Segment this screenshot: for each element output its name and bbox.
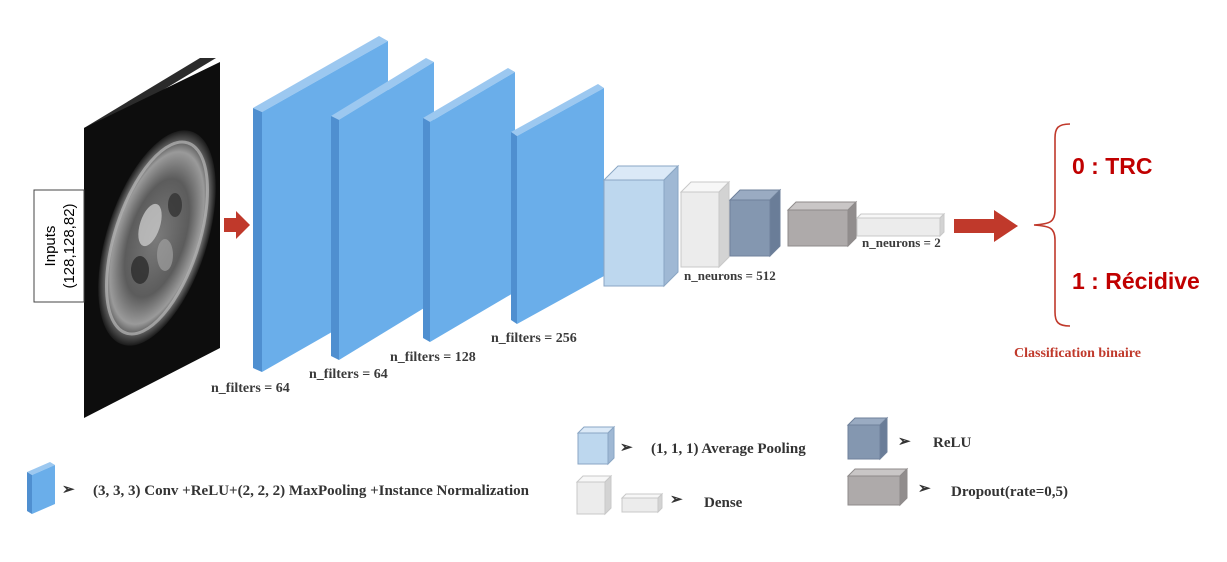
legend-relu-text: ReLU [933, 435, 971, 451]
dropout-cube [786, 200, 858, 248]
dense-512-label: n_neurons = 512 [684, 268, 776, 283]
legend-avgpool-bullet: ➢ [620, 440, 633, 456]
legend-dropout-text: Dropout(rate=0,5) [951, 484, 1068, 500]
dense-2-label: n_neurons = 2 [862, 235, 941, 250]
legend-relu-bullet: ➢ [898, 434, 911, 450]
legend-relu: ➢ ReLU [846, 416, 971, 461]
output-arrow [954, 210, 1018, 242]
dense-512-cube [679, 180, 731, 269]
legend-avgpool-text: (1, 1, 1) Average Pooling [651, 441, 806, 457]
legend-dropout-bullet: ➢ [918, 481, 931, 497]
brain-image [98, 130, 216, 346]
conv-block-3 [423, 68, 515, 342]
legend-dense-text: Dense [704, 495, 743, 511]
input-label-line1: Inputs [42, 226, 59, 267]
relu-cube [728, 188, 782, 258]
input-arrow [224, 211, 250, 239]
input-label-box: Inputs (128,128,82) [33, 189, 85, 303]
conv-block-4 [511, 84, 604, 324]
legend-avgpool: ➢ (1, 1, 1) Average Pooling [576, 425, 806, 466]
legend-dropout: ➢ Dropout(rate=0,5) [846, 467, 1068, 507]
legend-conv: ➢ (3, 3, 3) Conv +ReLU+(2, 2, 2) MaxPool… [27, 462, 530, 514]
conv-label-4: n_filters = 256 [491, 331, 577, 346]
class-1-label: 1 : Récidive [1072, 268, 1200, 294]
input-mri-slice [84, 58, 220, 418]
conv-block-2 [331, 58, 434, 360]
dense-2-cube [855, 212, 946, 238]
legend-conv-text: (3, 3, 3) Conv +ReLU+(2, 2, 2) MaxPoolin… [93, 483, 530, 499]
legend-conv-bullet: ➢ [62, 482, 75, 498]
conv-label-1: n_filters = 64 [211, 381, 290, 396]
class-0-label: 0 : TRC [1072, 153, 1153, 179]
input-label-line2: (128,128,82) [61, 203, 78, 288]
avgpool-cube [602, 164, 680, 288]
conv-label-3: n_filters = 128 [390, 350, 476, 365]
legend-dense-bullet: ➢ [670, 492, 683, 508]
classification-title: Classification binaire [1014, 346, 1141, 361]
conv-label-2: n_filters = 64 [309, 367, 388, 382]
output-brace [1033, 123, 1071, 327]
legend-dense: ➢ Dense [575, 474, 743, 516]
